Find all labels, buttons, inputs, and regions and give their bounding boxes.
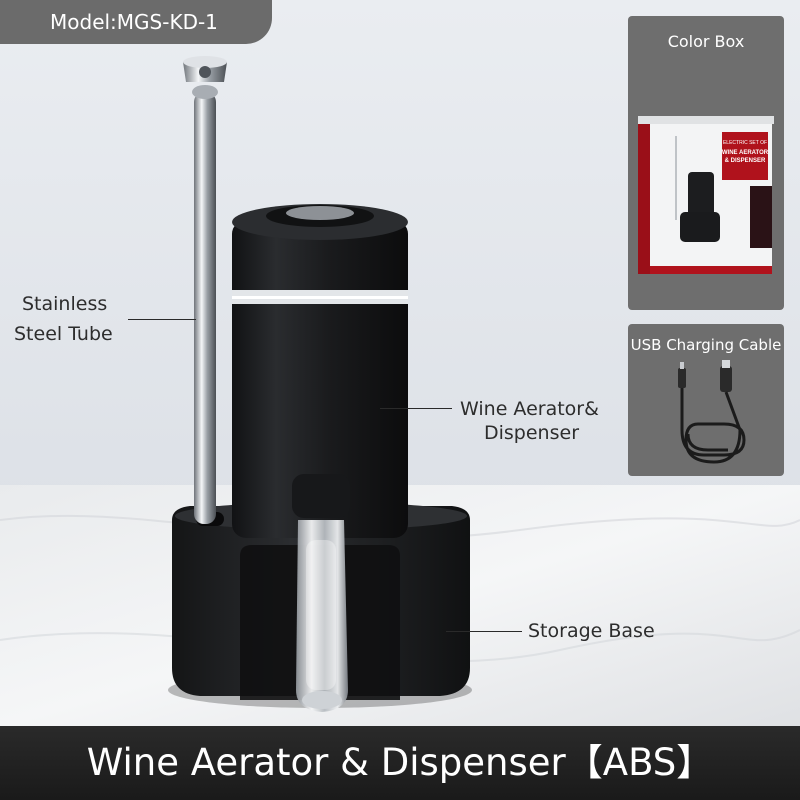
aerator-label-1: Wine Aerator& [460,398,599,420]
box-heading-3: & DISPENSER [725,158,766,164]
storage-base-leader [446,631,522,632]
box-heading-2: WINE AERATOR [722,150,769,156]
footer-title: Wine Aerator & Dispenser【ABS】 [0,726,800,800]
usb-cable-icon [678,360,746,464]
aerator-leader [380,408,452,409]
steel-tube-label-2: Steel Tube [14,323,113,345]
aerator-label-2: Dispenser [484,422,579,444]
color-box-image: ELECTRIC SET OF WINE AERATOR & DISPENSER [638,116,774,274]
usb-cable-panel: USB Charging Cable [628,324,784,476]
box-heading-1: ELECTRIC SET OF [723,140,767,146]
steel-tube-leader [128,319,196,320]
color-box-title: Color Box [667,32,745,51]
usb-cable-title: USB Charging Cable [630,336,782,354]
color-box-panel: Color Box ELECTRIC SET OF WINE AERATOR &… [628,16,784,310]
steel-tube-label-1: Stainless [22,293,108,315]
storage-base-label: Storage Base [528,620,655,642]
model-tag: Model:MGS-KD-1 [0,0,272,44]
